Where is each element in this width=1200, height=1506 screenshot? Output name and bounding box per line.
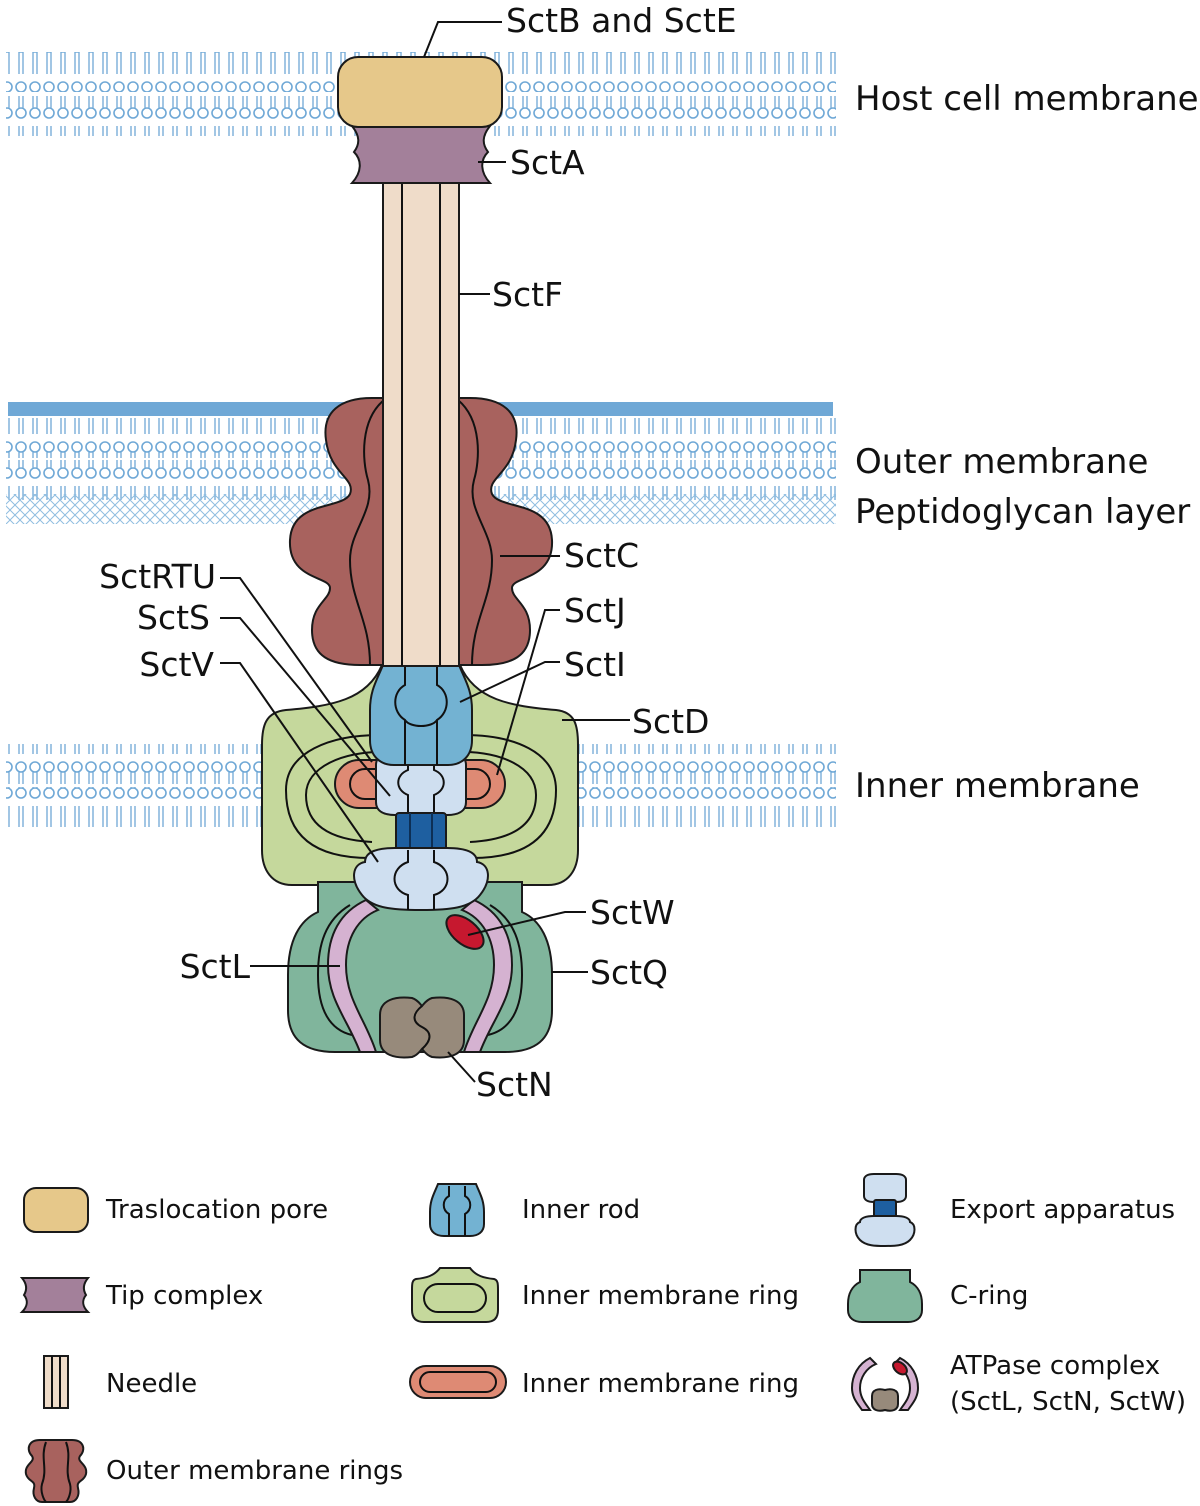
legend-swatch-atpase (850, 1356, 920, 1412)
label-scts: SctS (137, 598, 210, 637)
label-scti: SctI (564, 645, 626, 684)
needle-sctf (382, 177, 460, 667)
label-sctq: SctQ (590, 953, 668, 992)
export-apparatus (353, 749, 489, 912)
label-scta: SctA (510, 143, 585, 182)
label-sctj: SctJ (564, 591, 626, 630)
legend-label-tip: Tip complex (105, 1281, 263, 1311)
legend-label-inner-ring-2: Inner membrane ring (522, 1369, 799, 1399)
sctw-ellipse (445, 914, 485, 950)
legend-swatch-tip (19, 1277, 91, 1313)
legend-label-needle: Needle (106, 1369, 197, 1399)
tip-complex-scta (349, 125, 493, 184)
legend-label-export-apparatus: Export apparatus (950, 1195, 1175, 1225)
label-sctc: SctC (564, 536, 639, 575)
atpase-sctn (379, 996, 465, 1059)
legend-swatch-c-ring (847, 1269, 923, 1323)
legend-label-pore: Traslocation pore (105, 1195, 328, 1225)
label-sctw: SctW (590, 893, 675, 932)
label-outer-membrane: Outer membrane (855, 442, 1148, 482)
atpase-sctl-arms (326, 898, 514, 1053)
legend-label-inner-rod: Inner rod (522, 1195, 640, 1225)
legend-swatch-outer-rings (24, 1439, 88, 1503)
label-inner-membrane: Inner membrane (855, 766, 1140, 806)
label-sctrtu: SctRTU (99, 557, 216, 596)
legend-swatch-inner-ring-green (411, 1267, 499, 1323)
legend-swatch-needle (43, 1355, 69, 1409)
legend-swatch-pore (23, 1187, 89, 1233)
label-sctn: SctN (476, 1065, 553, 1104)
legend-label-c-ring: C-ring (950, 1281, 1028, 1311)
legend-label-inner-ring-1: Inner membrane ring (522, 1281, 799, 1311)
legend-label-atpase-2: (SctL, SctN, SctW) (950, 1387, 1186, 1417)
label-host-cell-membrane: Host cell membrane (855, 79, 1199, 119)
legend-swatch-inner-ring-salmon (409, 1365, 507, 1399)
legend-swatch-export-apparatus (854, 1173, 916, 1247)
leader-lines (220, 21, 630, 1083)
label-sctv: SctV (139, 645, 214, 684)
translocation-pore-sctb-scte (337, 56, 503, 128)
legend-swatch-inner-rod (429, 1183, 485, 1237)
label-sctb-scte: SctB and SctE (506, 1, 737, 40)
inner-rod-scti (369, 664, 473, 766)
label-sctf: SctF (492, 275, 563, 314)
legend: Traslocation pore Tip complex Needle Out… (19, 1173, 1186, 1503)
legend-label-outer-rings: Outer membrane rings (106, 1456, 403, 1486)
label-sctd: SctD (632, 702, 709, 741)
legend-label-atpase-1: ATPase complex (950, 1351, 1160, 1381)
label-sctl: SctL (180, 947, 251, 986)
label-peptidoglycan-layer: Peptidoglycan layer (855, 492, 1190, 532)
